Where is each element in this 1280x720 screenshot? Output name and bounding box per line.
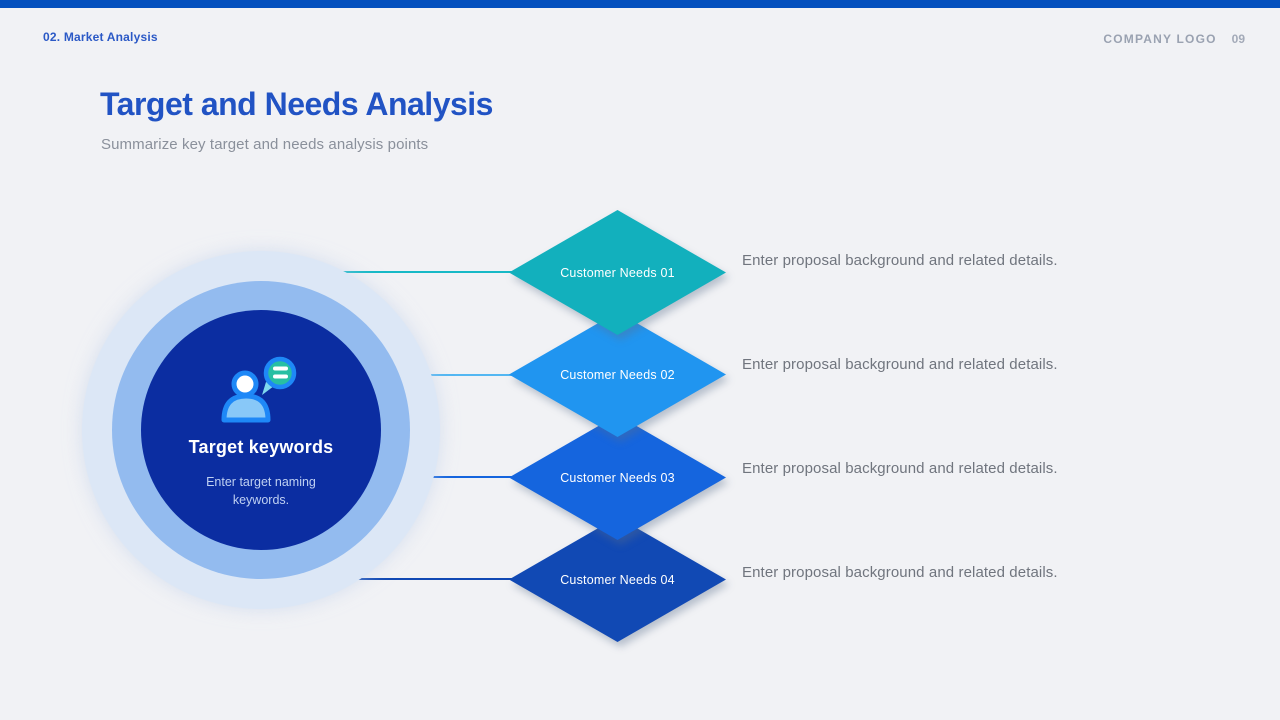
item-description-1: Enter proposal background and related de… xyxy=(742,252,1058,269)
item-description-3: Enter proposal background and related de… xyxy=(742,460,1058,477)
header-right: COMPANY LOGO 09 xyxy=(1103,32,1245,46)
company-logo: COMPANY LOGO xyxy=(1103,32,1217,46)
hub-heading: Target keywords xyxy=(188,437,334,457)
connector-line-2 xyxy=(428,374,523,376)
connector-line-3 xyxy=(431,476,523,478)
diamond-label: Customer Needs 02 xyxy=(560,367,675,382)
diamond-customer-needs-1: Customer Needs 01 xyxy=(509,210,726,335)
person-speech-bubble-icon xyxy=(221,356,297,423)
diamond-label: Customer Needs 04 xyxy=(560,572,675,587)
diamond-label: Customer Needs 01 xyxy=(560,265,675,280)
top-accent-bar xyxy=(0,0,1280,8)
hub-caption: Enter target naming keywords. xyxy=(206,475,316,507)
page-subtitle: Summarize key target and needs analysis … xyxy=(101,136,429,153)
connector-line-1 xyxy=(341,271,523,273)
item-description-2: Enter proposal background and related de… xyxy=(742,356,1058,373)
connector-line-4 xyxy=(356,578,523,580)
diamond-label: Customer Needs 03 xyxy=(560,470,675,485)
breadcrumb-section-label: 02. Market Analysis xyxy=(43,30,158,44)
hub-core-circle xyxy=(141,310,381,550)
item-description-4: Enter proposal background and related de… xyxy=(742,564,1058,581)
page-title: Target and Needs Analysis xyxy=(100,86,493,122)
page-number: 09 xyxy=(1231,32,1245,46)
